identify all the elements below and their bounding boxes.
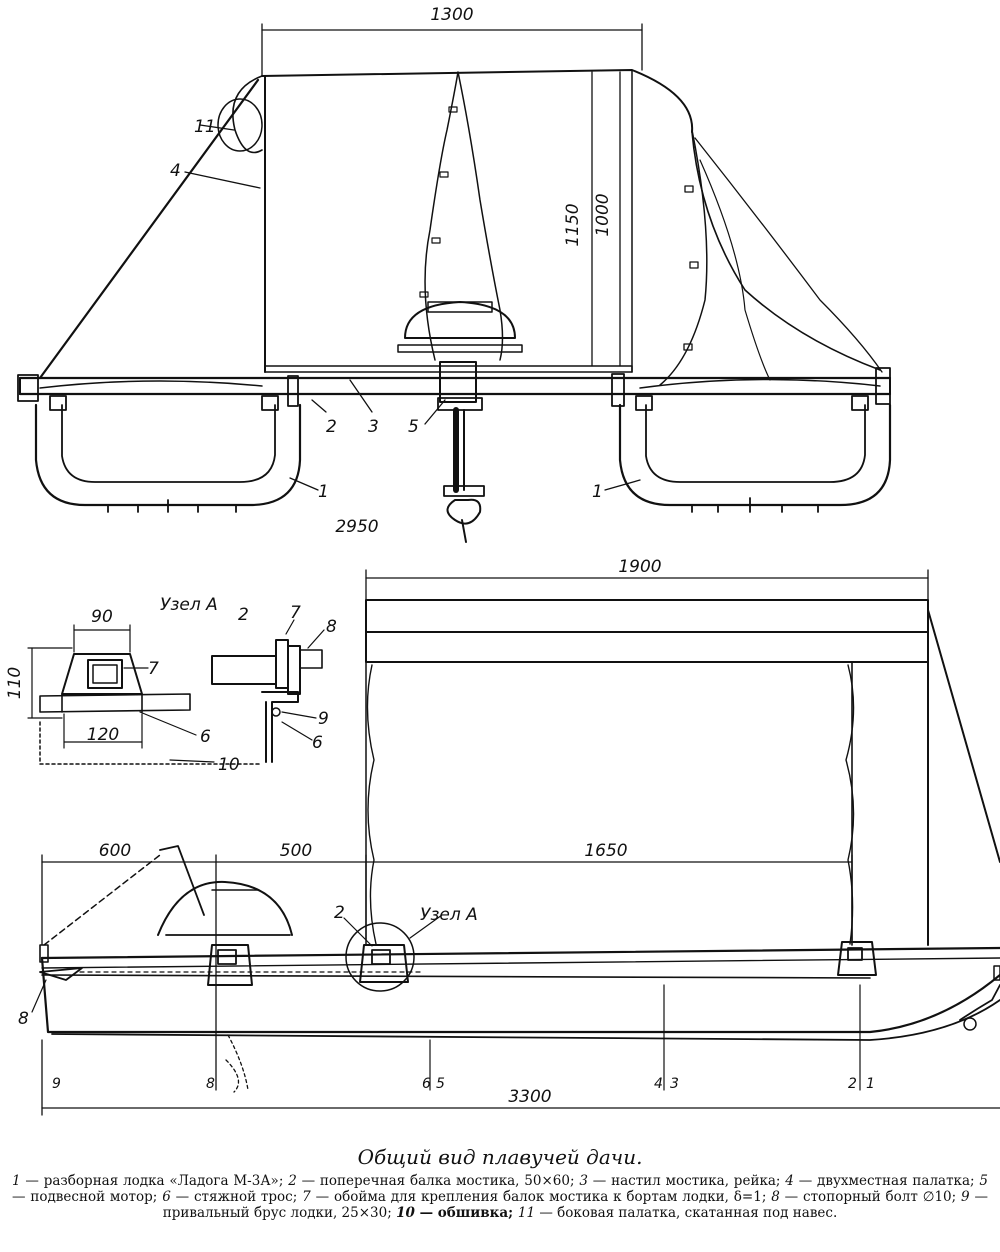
legend-item-number: 5 (979, 1173, 988, 1189)
legend-item-number: 9 (961, 1189, 970, 1205)
legend-item: 2 — поперечная балка мостика, 50×60; (288, 1173, 579, 1189)
side-hull-bottom (40, 956, 1000, 1034)
legend-item-text: — обшивка; (414, 1205, 518, 1221)
station-3: 3 (670, 1076, 679, 1092)
label-part-3: 3 (368, 417, 379, 437)
dim-overall-length: 3300 (508, 1087, 551, 1107)
label-part-2-front: 2 (326, 417, 337, 437)
dim-overall-width: 2950 (335, 517, 378, 537)
legend-item: 5 — подвесной мотор; (12, 1173, 988, 1205)
propeller (446, 498, 482, 525)
legend-item-text: — поперечная балка мостика, 50×60; (296, 1173, 580, 1189)
label-part-7-node: 7 (148, 659, 159, 679)
legend-item-text: — двухместная палатка; (793, 1173, 980, 1189)
legend-item: 11 — боковая палатка, скатанная под наве… (518, 1205, 837, 1221)
label-part-5: 5 (408, 417, 419, 437)
side-hull-gunwale (40, 946, 1000, 960)
label-part-6-detail: 6 (312, 733, 323, 753)
label-part-8-detail: 8 (326, 617, 337, 637)
legend-item-number: 7 (302, 1189, 311, 1205)
station-1: 1 (866, 1076, 875, 1092)
legend-item: 7 — обойма для крепления балок мостика к… (302, 1189, 771, 1205)
node-a-callout-label: Узел А (420, 905, 478, 925)
label-part-1-left: 1 (318, 482, 329, 502)
label-part-6-node: 6 (200, 727, 211, 747)
legend-item-text: — обойма для крепления балок мостика к б… (310, 1189, 772, 1205)
station-8: 8 (206, 1076, 215, 1092)
label-part-1-right: 1 (592, 482, 603, 502)
legend-item: 8 — стопорный болт ∅10; (771, 1189, 961, 1205)
dim-mid-segment: 500 (280, 841, 312, 861)
dim-bow-segment: 600 (99, 841, 131, 861)
legend-item-text: — настил мостика, рейка; (587, 1173, 786, 1189)
legend-item-number: 3 (579, 1173, 588, 1189)
station-9: 9 (52, 1076, 61, 1092)
legend-item: 4 — двухместная палатка; (785, 1173, 979, 1189)
figure-caption: Общий вид плавучей дачи. 1 — разборная л… (0, 1145, 1000, 1221)
dim-top-width: 1300 (430, 5, 473, 25)
legend-item: 3 — настил мостика, рейка; (579, 1173, 785, 1189)
dim-tent-segment: 1650 (584, 841, 627, 861)
legend-item-text: — боковая палатка, скатанная под навес. (535, 1205, 838, 1221)
legend-item: 1 — разборная лодка «Ладога М-3А»; (12, 1173, 288, 1189)
legend-item-number: 2 (288, 1173, 297, 1189)
label-part-7-detail: 7 (290, 603, 301, 623)
legend-item-text: — разборная лодка «Ладога М-3А»; (20, 1173, 289, 1189)
legend-item-number: 11 (517, 1205, 536, 1221)
dim-roof-length: 1900 (618, 557, 661, 577)
legend-item: 10 — обшивка; (396, 1205, 518, 1221)
dim-node-height: 110 (5, 667, 25, 699)
node-a-title: Узел А (160, 595, 218, 615)
side-motor (157, 880, 293, 936)
front-view (17, 23, 892, 543)
caption-legend: 1 — разборная лодка «Ладога М-3А»; 2 — п… (0, 1173, 1000, 1221)
legend-item-number: 6 (162, 1189, 171, 1205)
label-part-2-detail: 2 (238, 605, 249, 625)
legend-item-text: — стопорный болт ∅10; (779, 1189, 962, 1205)
motor-cover (424, 71, 504, 361)
label-part-10: 10 (218, 755, 240, 775)
left-guy-line (38, 78, 260, 380)
dim-top-height-outer: 1150 (563, 203, 583, 246)
legend-item: 9 — привальный брус лодки, 25×30; (163, 1189, 988, 1221)
legend-item-text: — стяжной трос; (170, 1189, 303, 1205)
motor-head (404, 301, 516, 339)
dim-node-base: 120 (87, 725, 119, 745)
legend-item-number: 4 (785, 1173, 794, 1189)
label-part-11: 11 (194, 117, 216, 137)
left-hull (34, 403, 302, 507)
legend-item-number: 8 (771, 1189, 780, 1205)
station-5: 5 (436, 1076, 445, 1092)
dim-node-width: 90 (91, 607, 113, 627)
side-view (31, 569, 1000, 1116)
legend-item-text: — подвесной мотор; (12, 1189, 163, 1205)
side-tent-roof (365, 599, 929, 633)
tent-roof (261, 69, 694, 133)
label-part-9-detail: 9 (318, 709, 329, 729)
legend-item-text: — привальный брус лодки, 25×30; (162, 1189, 988, 1221)
side-tent-roll (232, 75, 263, 154)
station-6: 6 (422, 1076, 431, 1092)
legend-item: 6 — стяжной трос; (162, 1189, 302, 1205)
floating-dacha-drawing: 1300 1150 1000 2950 1900 90 110 120 600 … (5, 5, 1000, 1116)
node-a-callout-circle (345, 922, 415, 992)
label-part-4: 4 (170, 161, 181, 181)
caption-title: Общий вид плавучей дачи. (357, 1145, 643, 1169)
station-2: 2 (848, 1076, 857, 1092)
dim-top-height-inner: 1000 (593, 193, 613, 236)
node-a-detail (27, 619, 325, 765)
station-4: 4 (654, 1076, 663, 1092)
right-hull (618, 403, 892, 507)
legend-item-number: 1 (12, 1173, 21, 1189)
label-part-8-side: 8 (18, 1009, 29, 1029)
label-part-2-side: 2 (334, 903, 345, 923)
legend-item-number: 10 (396, 1205, 415, 1221)
